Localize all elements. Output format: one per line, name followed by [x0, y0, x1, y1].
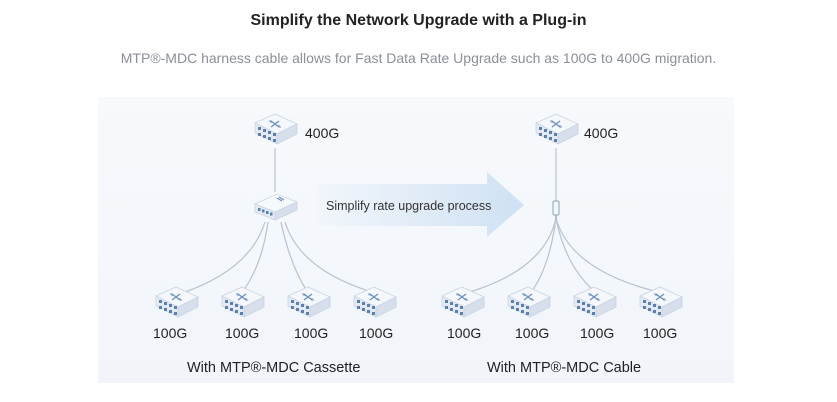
right-bottom-label: 100G — [643, 325, 677, 341]
network-switch-icon — [535, 113, 579, 145]
cable-connector-icon — [552, 200, 560, 219]
diagram-panel — [98, 97, 734, 383]
right-bottom-label: 100G — [515, 325, 549, 341]
left-links — [181, 148, 373, 294]
network-switch-icon — [287, 286, 331, 318]
left-bottom-label: 100G — [153, 325, 187, 341]
right-links — [465, 148, 659, 294]
arrow-label: Simplify rate upgrade process — [326, 199, 491, 213]
upgrade-arrow: Simplify rate upgrade process — [317, 172, 524, 237]
network-switch-icon — [155, 286, 199, 318]
network-switch-icon — [507, 286, 551, 318]
network-switch-icon — [441, 286, 485, 318]
right-top-label: 400G — [584, 125, 618, 141]
network-switch-icon — [221, 286, 265, 318]
network-switch-icon — [573, 286, 617, 318]
left-bottom-label: 100G — [225, 325, 259, 341]
page-subtitle: MTP®-MDC harness cable allows for Fast D… — [120, 50, 717, 66]
right-bottom-label: 100G — [580, 325, 614, 341]
network-switch-icon — [353, 286, 397, 318]
left-bottom-label: 100G — [294, 325, 328, 341]
left-top-label: 400G — [305, 125, 339, 141]
left-bottom-label: 100G — [359, 325, 393, 341]
network-switch-icon — [254, 113, 298, 145]
page-title: Simplify the Network Upgrade with a Plug… — [250, 12, 587, 29]
left-caption: With MTP®-MDC Cassette — [187, 360, 360, 376]
mtp-mdc-cassette-icon — [254, 193, 298, 221]
right-bottom-label: 100G — [447, 325, 481, 341]
network-switch-icon — [639, 286, 683, 318]
right-caption: With MTP®-MDC Cable — [487, 360, 641, 376]
